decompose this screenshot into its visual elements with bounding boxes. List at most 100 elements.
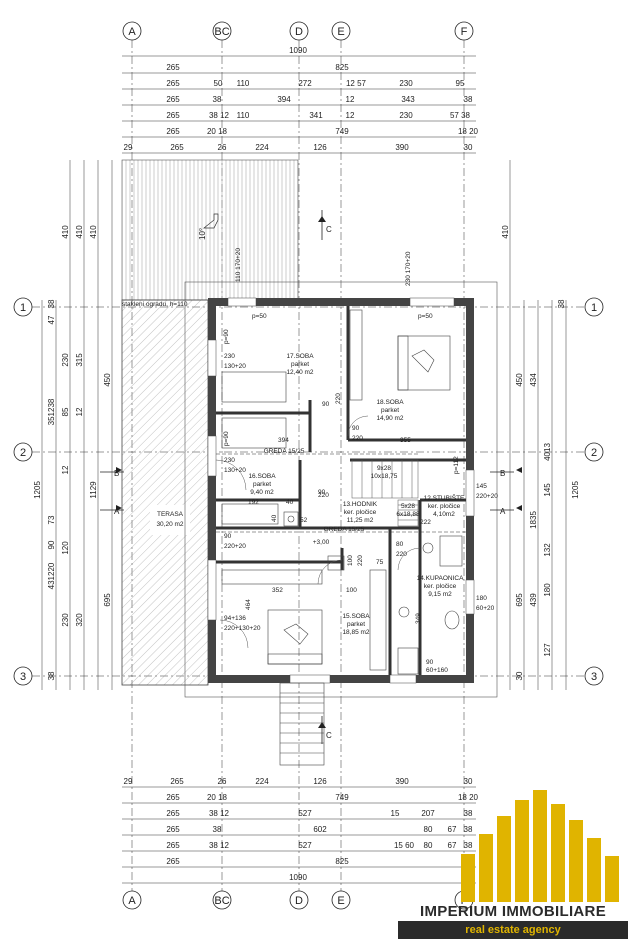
terrace-area: 30,20 m2	[156, 521, 183, 528]
door-swings	[215, 415, 421, 649]
dim-top: 110	[237, 111, 250, 120]
dim-bottom: 1090	[289, 873, 307, 882]
dim-top: 265	[170, 143, 184, 152]
room-width: 355	[400, 437, 411, 444]
room-12-steps: 6x18,88	[396, 511, 420, 518]
dim-bottom: 265	[166, 841, 180, 850]
dim-bottom: 18 20	[458, 793, 479, 802]
wall-size: 40	[286, 499, 294, 506]
dim-top: 343	[401, 95, 415, 104]
wardrobe-size: 75	[376, 559, 384, 566]
axis-top-label: E	[337, 26, 344, 38]
window-size: 220+130+20	[224, 625, 261, 632]
axis-right-label: 1	[591, 302, 597, 314]
room-width: 394	[278, 437, 289, 444]
dim-left: 315	[75, 353, 84, 367]
dim-bottom: 265	[166, 825, 180, 834]
beam-label-1: GREDA 15/25	[264, 448, 305, 455]
wall-size: 40	[271, 514, 278, 522]
room-18-area: 14,90 m2	[376, 415, 403, 422]
dim-left: 410	[89, 225, 98, 239]
dim-bottom: 602	[313, 825, 327, 834]
window-size: 130+20	[224, 467, 246, 474]
window-size: 180	[476, 595, 487, 602]
terrace	[121, 299, 209, 686]
window-size: 130+20	[224, 363, 246, 370]
window-top-a: 110 170+20	[235, 248, 242, 282]
dim-left: 1129	[89, 481, 98, 499]
shaft-size: 52	[300, 517, 308, 524]
door-size: 220	[396, 551, 407, 558]
dim-right: 439	[529, 593, 538, 607]
dim-top: 126	[313, 143, 327, 152]
dim-top: 12	[346, 111, 355, 120]
dim-left: 410	[75, 225, 84, 239]
dim-right: 410	[501, 225, 510, 239]
dim-bottom: 527	[298, 841, 312, 850]
dim-right: 132	[543, 543, 552, 557]
room-height: 464	[245, 599, 252, 610]
top-dimension-lines	[122, 55, 476, 154]
axis-bottom-label: D	[295, 895, 303, 907]
dim-top: 57 38	[450, 111, 471, 120]
dim-top: 230	[399, 111, 413, 120]
dim-right: 1205	[571, 481, 580, 499]
dim-right: 127	[543, 643, 552, 657]
door-size: 90	[318, 489, 326, 496]
dim-right: 695	[515, 593, 524, 607]
room-17-floor: parket	[291, 361, 309, 368]
dim-right: 1835	[529, 511, 538, 529]
dim-bottom: 265	[166, 809, 180, 818]
furniture	[221, 309, 463, 675]
dim-top: 224	[255, 143, 269, 152]
dim-top: 1090	[289, 46, 307, 55]
dim-bottom: 38	[464, 809, 473, 818]
room-16-floor: parket	[253, 481, 271, 488]
parapet-label: p=50	[418, 313, 433, 320]
dim-bottom: 38 12	[209, 809, 230, 818]
axis-top-label: BC	[214, 26, 229, 38]
dim-top: 265	[166, 63, 180, 72]
dim-left: 120	[61, 541, 70, 555]
room-13-area: 11,25 m2	[347, 517, 374, 524]
axis-top-label: F	[461, 26, 468, 38]
room-17-area: 12,40 m2	[286, 369, 313, 376]
bath-size: 349	[415, 613, 422, 624]
axis-left-label: 1	[20, 302, 26, 314]
room-17-name: 17.SOBA	[286, 353, 314, 360]
room-width: 352	[272, 587, 283, 594]
section-label: B	[114, 469, 119, 478]
axis-right-label: 3	[591, 671, 597, 683]
dim-bottom: 38	[464, 825, 473, 834]
dim-bottom: 825	[335, 857, 349, 866]
window-size: 220+20	[476, 493, 498, 500]
dim-top: 50	[214, 79, 223, 88]
dim-left: 230	[61, 353, 70, 367]
wardrobe-size: 100	[346, 587, 357, 594]
dim-top: 18 20	[458, 127, 479, 136]
window-size: 60+160	[426, 667, 448, 674]
dim-top: 265	[166, 111, 180, 120]
axis-left-label: 2	[20, 447, 26, 459]
window-size: 60+20	[476, 605, 495, 612]
parapet-label: p=90	[223, 431, 230, 446]
window-size: 90	[426, 659, 434, 666]
dim-bottom: 29	[124, 777, 133, 786]
dim-left: 450	[103, 373, 112, 387]
section-label: A	[114, 507, 120, 516]
orientation-label: 10°	[198, 228, 207, 240]
door-size: 90	[352, 425, 360, 432]
stair-size: 222	[420, 519, 431, 526]
dim-right: 450	[515, 373, 524, 387]
axis-lines	[32, 40, 585, 892]
window-top-b: 230 170+20	[405, 251, 412, 286]
room-12-floor: ker. pločice	[428, 503, 461, 510]
dim-bottom: 38	[464, 841, 473, 850]
dim-bottom: 80	[424, 841, 433, 850]
dim-top: 95	[456, 79, 465, 88]
beams	[216, 453, 466, 533]
door-size: 100	[347, 555, 354, 566]
stair-steps-1: 9x28	[377, 465, 391, 472]
dim-right: 145	[543, 483, 552, 497]
